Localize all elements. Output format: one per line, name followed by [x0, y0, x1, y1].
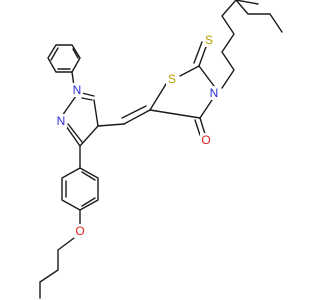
atom-o-ether: O: [74, 224, 86, 238]
pyrazole-c5-n1-double: [81, 97, 93, 101]
thiazolidine-ring: [149, 65, 215, 119]
phenyl-ring: [47, 44, 81, 73]
atom-n3: N: [208, 86, 220, 100]
pyrazole-n1-n2-bond: [61, 95, 77, 117]
molecule-diagram: N N S S N O O: [39, 0, 283, 299]
c2-n3-bond: [198, 65, 215, 87]
atom-n1-label: N: [73, 83, 82, 97]
atom-n3-label: N: [210, 86, 219, 100]
pyrazole-n2-c3-bond: [65, 125, 81, 147]
atom-s-thioxo: S: [203, 33, 215, 47]
pyrazole-c4-c5-bond: [93, 99, 99, 127]
pyrazole-ring: [61, 92, 99, 147]
c4-c5-bond: [149, 109, 201, 119]
aryl-double-bond-2: [81, 197, 96, 207]
methine-to-c5-bond: [123, 109, 151, 125]
pyrazole-c3-c4-bond: [79, 125, 99, 147]
molecule-svg: N N S S N O O: [39, 0, 283, 299]
pyrazole-n2-c3-double: [67, 123, 83, 143]
heptyl-chain-tail: [235, 0, 283, 33]
c5-s1-bond: [149, 83, 167, 111]
atom-s-thioxo-label: S: [205, 33, 213, 47]
atom-s-ring: S: [166, 72, 178, 86]
butoxyphenyl-ring-outline: [61, 167, 99, 211]
atom-s-ring-label: S: [168, 72, 176, 86]
butoxyphenyl-ring: [61, 167, 99, 211]
atom-n2: N: [55, 114, 67, 128]
butyl-chain: [39, 237, 75, 299]
n3-c4-bond: [199, 99, 213, 119]
atom-o-carbonyl: O: [200, 133, 212, 147]
heptyl-chain: [221, 0, 259, 89]
thioxo-double: [193, 41, 203, 64]
atom-n2-label: N: [57, 114, 66, 128]
phenyl-double-bond-2: [72, 48, 79, 59]
atom-n1: N: [71, 83, 83, 97]
aryl-double-bond-3: [81, 171, 96, 181]
pyrazole-c5-n1-bond: [81, 92, 95, 97]
atom-o-ether-label: O: [75, 224, 84, 238]
thioxo-bond: [198, 43, 208, 67]
carbonyl-double: [194, 119, 201, 136]
methine-c5-double: [121, 105, 147, 119]
atom-o-carbonyl-label: O: [201, 133, 210, 147]
c4-to-methine-bond: [97, 123, 125, 127]
phenyl-ring-outline: [47, 44, 81, 73]
s1-c2-bond: [179, 65, 200, 77]
phenyl-double-bond-1: [50, 47, 59, 61]
carbonyl-bond: [199, 117, 206, 135]
